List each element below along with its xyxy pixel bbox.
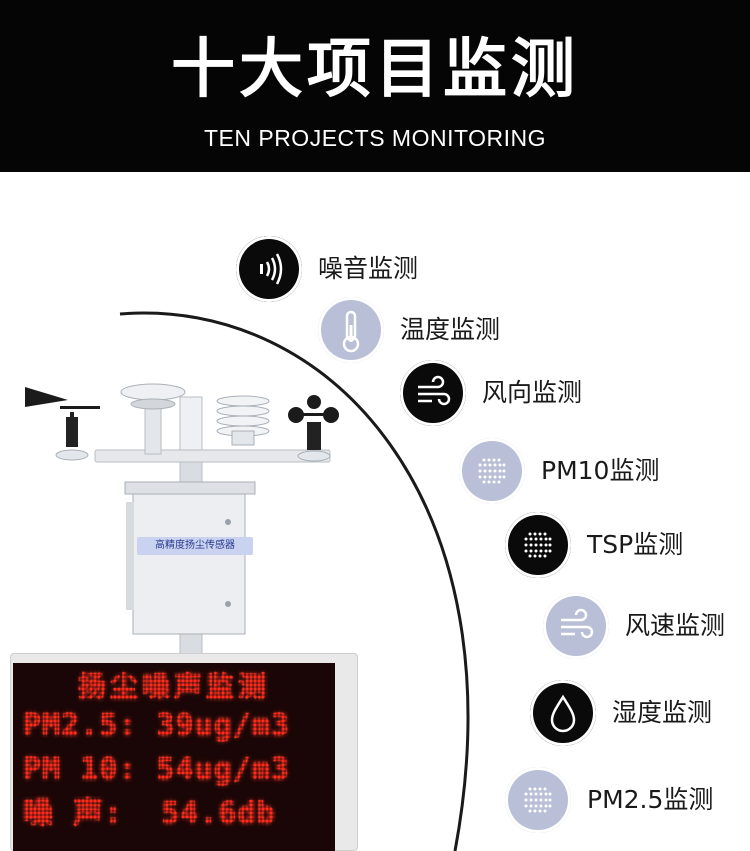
noise-icon: [236, 236, 302, 302]
led-pm10-reading: PM 10: 54ug/m3: [23, 752, 290, 787]
particle-grid-icon: [505, 767, 571, 833]
page-subtitle: TEN PROJECTS MONITORING: [203, 125, 547, 151]
header-banner: 十大项目监测 TEN PROJECTS MONITORING: [0, 0, 750, 172]
page-title: 十大项目监测: [171, 33, 579, 107]
decorative-arc: [119, 311, 470, 851]
item-label: 噪音监测: [318, 254, 419, 283]
anemometer: [288, 395, 339, 462]
thermometer-icon: [318, 297, 384, 363]
item-label: PM10监测: [541, 456, 660, 485]
water-drop-icon: [530, 680, 596, 746]
wind-icon: [400, 360, 466, 426]
item-label: PM2.5监测: [587, 785, 714, 814]
wind-vane: [25, 387, 100, 461]
sensor-cabinet: [124, 481, 256, 635]
led-pm25-reading: PM2.5: 39ug/m3: [23, 708, 290, 743]
item-label: 湿度监测: [612, 698, 713, 727]
radiation-shield: [216, 395, 270, 446]
led-noise-reading: 噪 声: 54.6db: [23, 796, 276, 831]
item-label: 风向监测: [482, 378, 583, 407]
sensor-label-plate: 高精度扬尘传感器: [137, 537, 253, 555]
led-display-screen: 扬尘噪声监测 PM2.5: 39ug/m3 PM 10: 54ug/m3 噪 声…: [13, 663, 335, 851]
item-label: 风速监测: [625, 611, 726, 640]
item-label: TSP监测: [587, 530, 684, 559]
particle-grid-icon: [459, 438, 525, 504]
particle-grid-icon: [505, 512, 571, 578]
led-title: 扬尘噪声监测: [77, 670, 270, 703]
item-label: 温度监测: [400, 315, 501, 344]
wind-icon: [543, 593, 609, 659]
